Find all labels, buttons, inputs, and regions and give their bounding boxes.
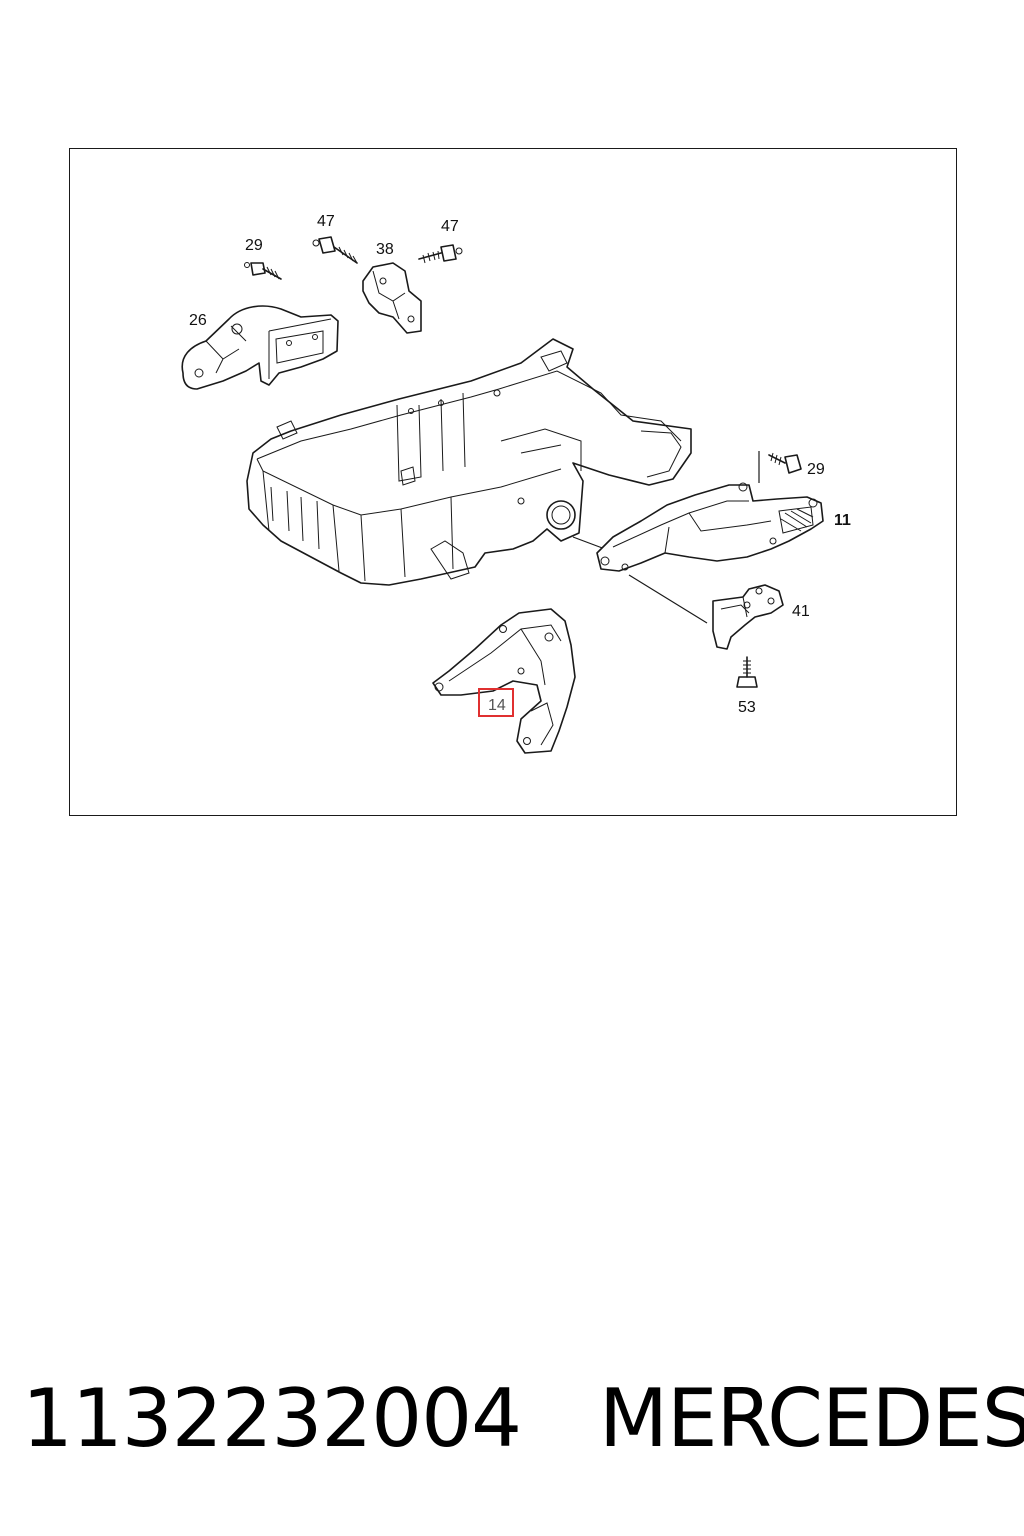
callout-29-top: 29 — [245, 237, 263, 254]
mount-bracket-41 — [712, 584, 784, 650]
mount-bracket-14 — [432, 608, 576, 754]
callout-47-left: 47 — [317, 213, 335, 230]
oil-pan-subframe — [246, 338, 692, 586]
bolt-47-right — [418, 244, 463, 264]
callout-14: 14 — [488, 697, 506, 714]
brand-name: MERCEDES — [598, 1371, 1024, 1465]
mount-bracket-11 — [596, 482, 824, 572]
engine-mount-bracket-26 — [181, 305, 339, 390]
bolt-47-left — [312, 236, 358, 264]
bolt-29-right — [758, 451, 802, 483]
callout-41: 41 — [792, 603, 810, 620]
callout-47-right: 47 — [441, 218, 459, 235]
mount-bracket-38 — [362, 262, 422, 334]
callout-11: 11 — [834, 512, 851, 529]
footer: 1132232004 MERCEDES — [22, 1368, 1024, 1468]
bolt-29-top — [244, 262, 282, 280]
callout-38: 38 — [376, 241, 394, 258]
callout-29-right: 29 — [807, 461, 825, 478]
part-number: 1132232004 — [22, 1371, 522, 1465]
bolt-53 — [736, 656, 758, 688]
callout-14-highlighted[interactable]: 14 — [478, 688, 514, 717]
parts-diagram-frame: 29 47 38 47 26 29 11 41 53 14 — [69, 148, 957, 816]
callout-53: 53 — [738, 699, 756, 716]
callout-26: 26 — [189, 312, 207, 329]
parts-diagram: 29 47 38 47 26 29 11 41 53 14 — [181, 213, 851, 754]
highlight-box — [478, 688, 514, 717]
